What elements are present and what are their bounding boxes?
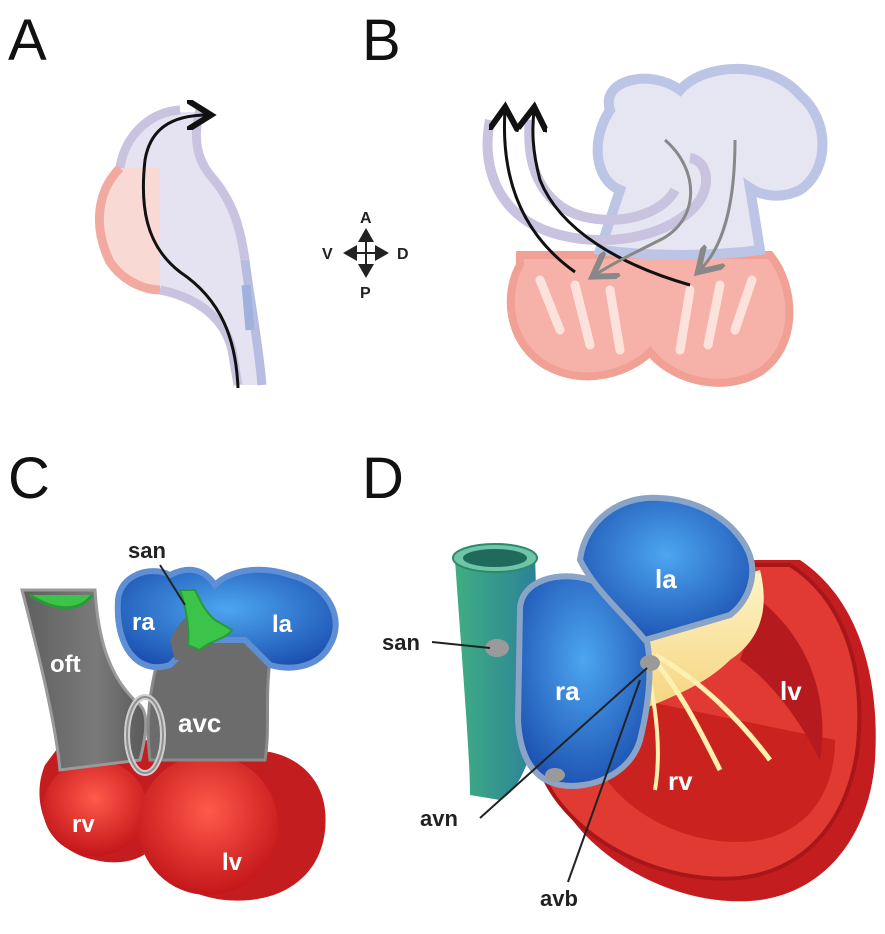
orientation-axes: A P V D [322, 210, 409, 302]
label-c-avc: avc [178, 708, 221, 738]
label-c-san: san [128, 538, 166, 563]
axis-posterior-label: P [360, 285, 371, 302]
label-d-san: san [382, 630, 420, 655]
panel-b-looped-heart [488, 69, 823, 383]
axis-dorsal-label: D [397, 246, 409, 263]
panel-a-heart-tube [99, 110, 262, 388]
label-d-rv: rv [668, 766, 693, 796]
label-d-la: la [655, 564, 677, 594]
label-d-avn: avn [420, 806, 458, 831]
label-d-avb: avb [540, 886, 578, 911]
label-c-la: la [272, 611, 293, 638]
axis-anterior-label: A [360, 210, 372, 227]
label-c-oft: oft [50, 651, 81, 678]
label-c-lv: lv [222, 849, 243, 876]
panel-d-adult-heart: la ra lv rv san avn avb [382, 498, 876, 911]
panel-c-embryonic-heart: san ra la oft avc rv lv [22, 538, 336, 901]
axis-ventral-label: V [322, 246, 333, 263]
label-c-rv: rv [72, 811, 95, 838]
label-d-ra: ra [555, 676, 580, 706]
label-c-ra: ra [132, 609, 155, 636]
label-d-lv: lv [780, 676, 802, 706]
